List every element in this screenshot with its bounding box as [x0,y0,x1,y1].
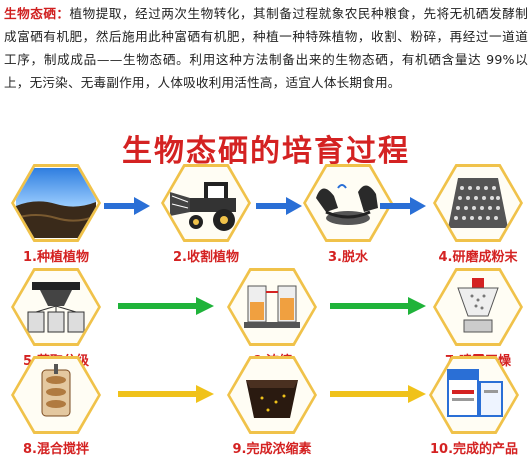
intro-paragraph: 生物态硒：植物提取，经过两次生物转化，其制备过程就象农民种粮食，先将无机硒发酵制… [4,2,528,94]
spray-drying-icon [457,278,499,333]
step-extraction: 5.萃取分级 [6,268,106,369]
dehydration-icon [316,184,378,225]
intro-lead: 生物态硒： [4,6,70,21]
harvester-icon [170,182,236,231]
grinding-icon [448,178,508,228]
extraction-icon [27,282,85,333]
planting-icon [16,168,96,238]
step-label: 2.收割植物 [173,250,239,265]
arrow-right-4 [118,297,214,315]
step-spray-drying: 7.喷雾干燥 [428,268,528,369]
concentration-icon [244,285,300,328]
step-label: 10.完成的产品 [429,442,519,457]
arrow-right-1 [104,197,150,215]
step-dehydration: 3.脱水 [298,164,398,265]
arrow-right-2 [256,197,302,215]
step-grinding: 4.研磨成粉末 [428,164,528,265]
step-label: 8.混合搅拌 [23,442,89,457]
diagram-title: 生物态硒的培育过程 [122,134,410,169]
step-product: 10.完成的产品 [424,356,524,457]
step-harvesting: 2.收割植物 [156,164,256,265]
step-label: 3.脱水 [328,250,368,265]
step-label: 9.完成浓缩素 [232,442,312,457]
product-icon [447,369,503,417]
mixing-icon [41,364,71,417]
step-mixing: 8.混合搅拌 [6,356,106,457]
step-label: 1.种植植物 [23,250,89,265]
step-concentration: 6.浓缩 [222,268,322,369]
arrow-right-7 [330,385,426,403]
arrow-right-3 [380,197,426,215]
concentrate-icon [246,380,298,418]
arrow-right-5 [330,297,426,315]
intro-body: 植物提取，经过两次生物转化，其制备过程就象农民种粮食，先将无机硒发酵制成富硒有机… [4,6,529,90]
step-label: 4.研磨成粉末 [438,250,518,265]
step-concentrate: 9.完成浓缩素 [222,356,322,457]
arrow-right-6 [118,385,214,403]
step-planting: 1.种植植物 [6,164,106,265]
